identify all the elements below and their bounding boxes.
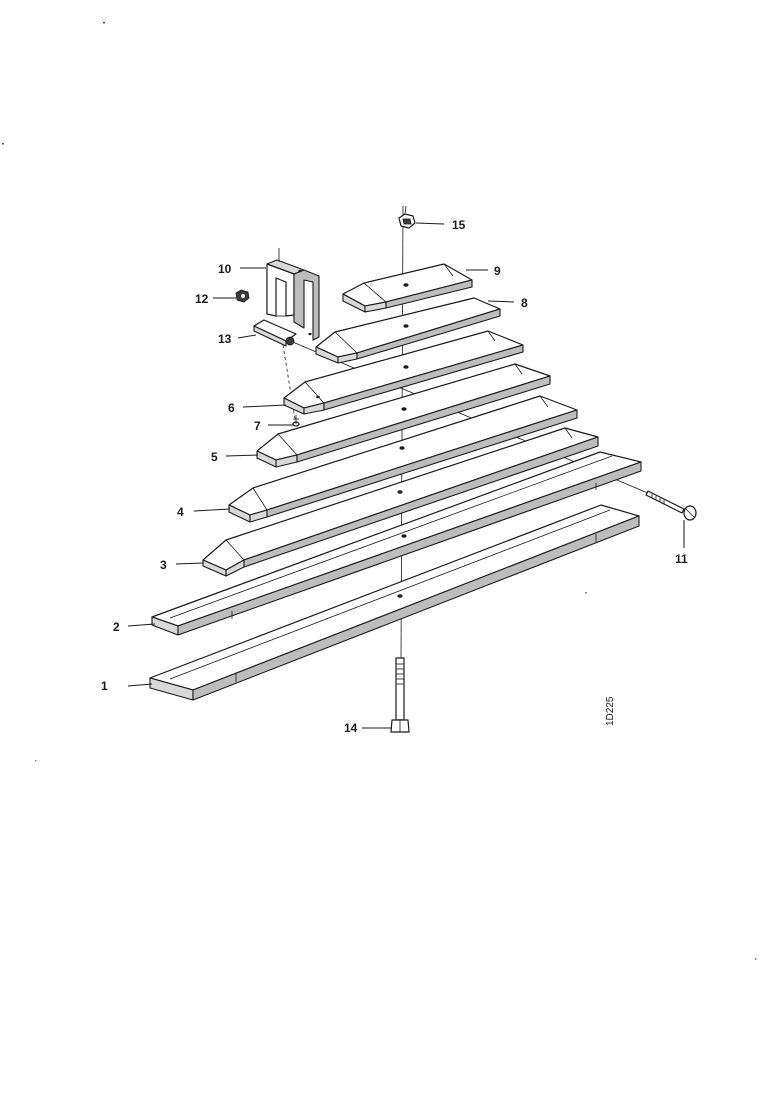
leader-2 [127, 623, 156, 627]
callout-8: 8 [521, 296, 528, 310]
callout-7: 7 [254, 419, 261, 433]
leader-6 [242, 404, 287, 408]
centre-bolt-14 [390, 657, 410, 733]
leader-3 [175, 562, 204, 565]
callout-4: 4 [177, 505, 184, 519]
callout-12: 12 [195, 292, 209, 306]
leaf-8 [315, 297, 501, 364]
leaf-1 [149, 504, 640, 701]
callout-10: 10 [218, 262, 232, 276]
leaf-9 [342, 263, 473, 313]
leader-lines [127, 222, 685, 729]
rivet-7 [292, 415, 300, 427]
callout-5: 5 [211, 450, 218, 464]
callout-11: 11 [675, 552, 688, 566]
leader-4 [193, 508, 231, 512]
callout-9: 9 [494, 264, 501, 278]
leader-1 [127, 683, 153, 687]
drawing-reference: 1D225 [605, 696, 616, 726]
callout-15: 15 [452, 218, 466, 232]
leader-15 [415, 222, 445, 225]
callout-6: 6 [228, 401, 235, 415]
nut-12 [235, 289, 250, 303]
leaf-6 [283, 330, 524, 415]
leaf-5 [256, 363, 551, 468]
clip-axis-dashed [282, 344, 297, 426]
callout-2: 2 [113, 620, 120, 634]
leaf-3 [202, 427, 599, 577]
callout-14: 14 [344, 721, 358, 735]
leader-13 [237, 334, 257, 339]
scan-specks [2, 22, 757, 960]
leader-5 [225, 454, 259, 457]
leaf-2 [151, 451, 642, 636]
nut-15 [398, 205, 416, 229]
callout-1: 1 [101, 679, 108, 693]
callout-3: 3 [160, 558, 167, 572]
clip-band-10 [266, 248, 320, 341]
callout-labels: 1 2 3 4 5 6 7 8 9 10 11 12 13 14 15 [101, 218, 688, 735]
leader-8 [487, 300, 515, 303]
clip-bolt-11 [645, 490, 697, 521]
callout-13: 13 [218, 332, 232, 346]
spacer-tube-13 [253, 319, 297, 347]
leaf-4 [228, 395, 578, 523]
